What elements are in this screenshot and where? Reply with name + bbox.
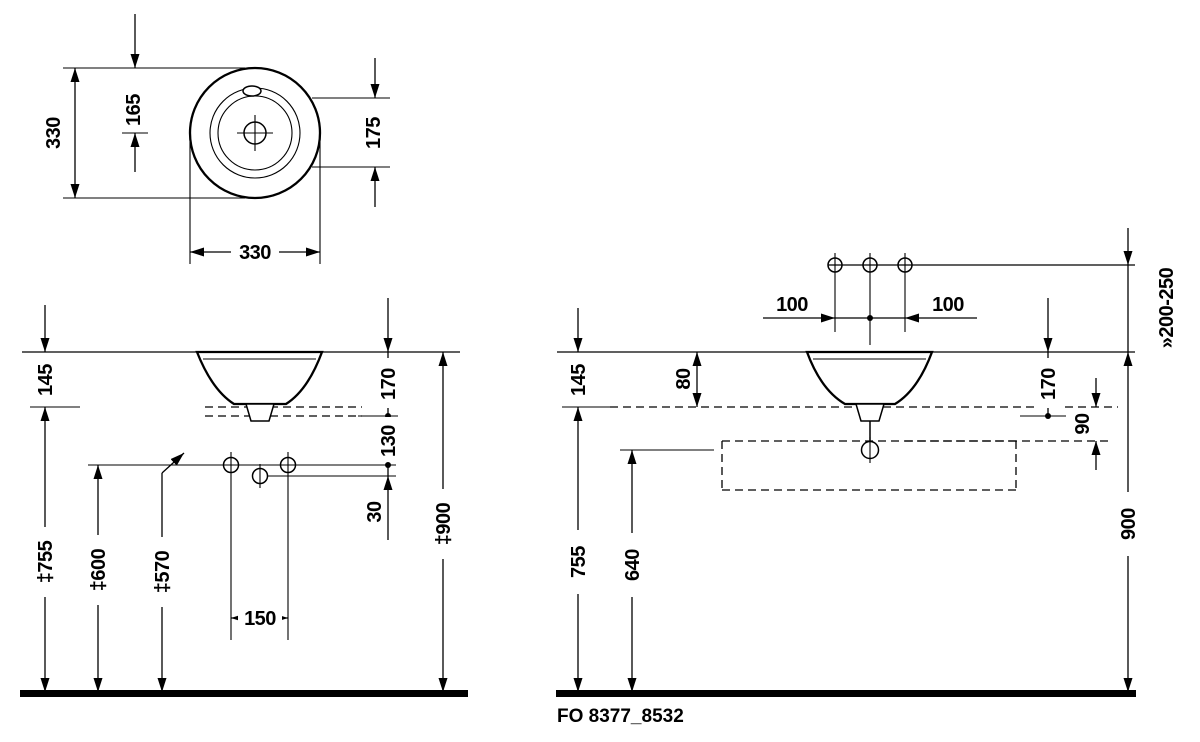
dim-label-175: 175 [363, 117, 385, 149]
dim-label-170-side: 170 [1038, 368, 1060, 400]
dim-150: 150 [231, 607, 288, 630]
dim-330-vertical: 330 [43, 67, 245, 199]
dim-145-side: 145 [568, 308, 590, 396]
dim-label-900-front: ‡900 [433, 502, 455, 545]
dim-330-horizontal: 330 [189, 142, 321, 264]
dim-900-side: 900 [1115, 352, 1141, 692]
dim-label-755-front: ‡755 [35, 540, 57, 583]
dim-chain-170-130-30: 170 130 30 [364, 298, 401, 540]
dim-200-250: »200-250 [1123, 228, 1178, 352]
front-view: 150 145 ‡755 ‡600 ‡570 [20, 298, 468, 697]
dim-755-side: 755 [562, 406, 614, 692]
top-view: 330 165 175 330 [43, 14, 390, 264]
dim-label-30: 30 [364, 501, 386, 523]
drawing-code: FO 8377_8532 [557, 706, 684, 727]
dim-640: 640 [619, 449, 714, 692]
dim-label-170-front: 170 [378, 368, 400, 400]
dim-label-80: 80 [673, 368, 695, 390]
floor-line-side [556, 690, 1136, 697]
dim-570: ‡570 [149, 452, 185, 692]
dim-label-330-vertical: 330 [43, 117, 65, 149]
dim-label-900-side: 900 [1118, 508, 1140, 540]
dim-label-90: 90 [1072, 413, 1094, 435]
dim-label-200-250: »200-250 [1156, 267, 1178, 348]
dim-label-100-left: 100 [776, 294, 808, 316]
dim-90: 90 [1072, 378, 1101, 470]
dim-label-145-side: 145 [568, 364, 590, 396]
dim-label-570: ‡570 [152, 550, 174, 593]
dim-900-front: ‡900 [430, 352, 456, 692]
dim-label-640: 640 [622, 549, 644, 581]
drain-fitting-front [244, 403, 276, 422]
dim-600: ‡600 [85, 465, 111, 692]
drain-fitting-side [854, 403, 886, 422]
dim-label-165: 165 [123, 94, 145, 126]
dim-label-600: ‡600 [88, 548, 110, 591]
overflow-hole [242, 85, 262, 97]
dim-label-130: 130 [378, 425, 400, 457]
dim-label-150: 150 [244, 608, 276, 630]
dim-170-side: 170 [1020, 298, 1066, 419]
dim-100-100: 100 100 [763, 294, 977, 323]
dim-175: 175 [312, 58, 390, 207]
dim-label-330-horizontal: 330 [239, 242, 271, 264]
basin-outline-front [195, 350, 324, 406]
dim-label-145-front: 145 [35, 364, 57, 396]
floor-line-front [20, 690, 468, 697]
dim-165: 165 [122, 14, 148, 172]
dim-label-100-right: 100 [932, 294, 964, 316]
dim-label-755-side: 755 [568, 546, 590, 578]
basin-outline-side [805, 350, 934, 406]
dim-80: 80 [673, 352, 702, 407]
side-view: 100 100 »200-250 900 145 755 [556, 228, 1178, 697]
dim-145-front: 145 [35, 305, 57, 396]
dim-755-front: ‡755 [32, 407, 58, 692]
